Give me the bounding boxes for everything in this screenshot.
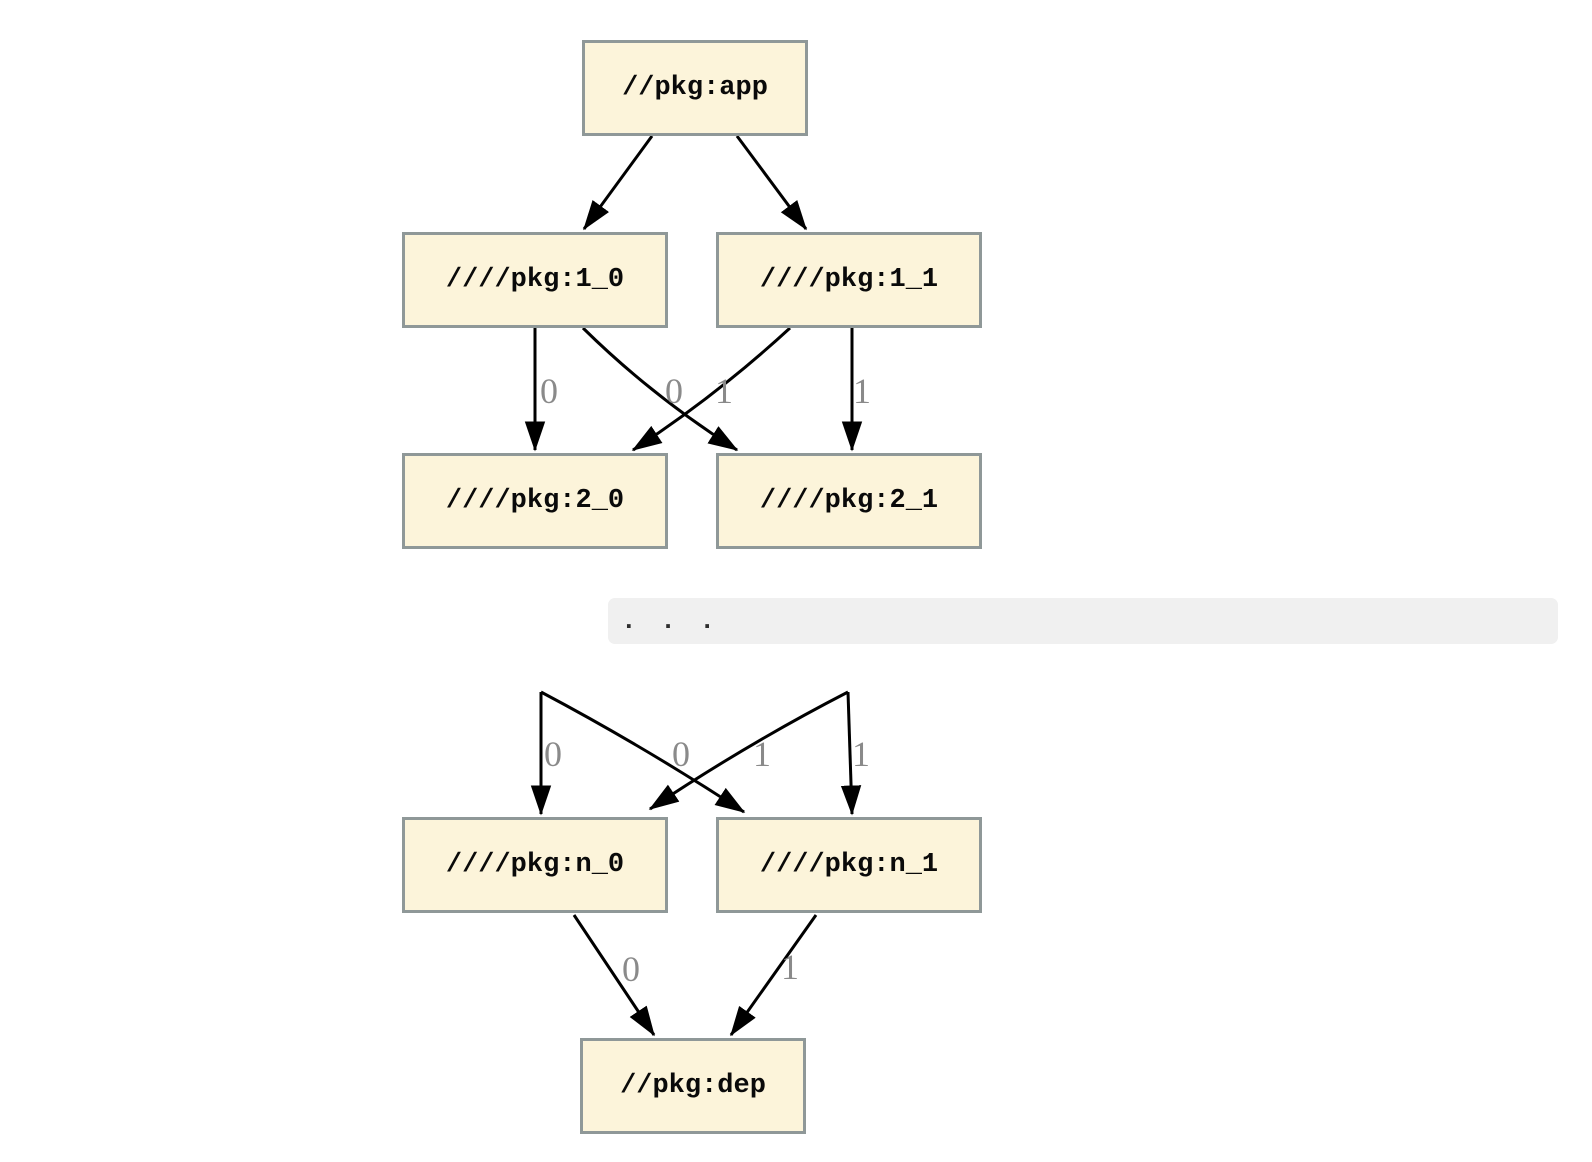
edge-cross-to-n-0 <box>648 690 849 811</box>
node-pkg-dep: //pkg:dep <box>580 1038 806 1134</box>
edge-label-upper-1: 0 <box>665 371 683 411</box>
edge-cross-to-n-1 <box>540 690 746 814</box>
node-pkg-1-1-label: ////pkg:1_1 <box>759 265 939 295</box>
edge-label-lower-0: 0 <box>544 734 562 774</box>
edge-label-upper-2: 1 <box>715 371 733 411</box>
edge-label-upper-3: 1 <box>853 371 871 411</box>
edge-1-1-to-2-0 <box>631 326 792 452</box>
node-pkg-1-0-label: ////pkg:1_0 <box>445 265 625 295</box>
ellipsis-text: . . . <box>621 606 720 636</box>
node-pkg-2-1-label: ////pkg:2_1 <box>759 486 939 516</box>
node-pkg-app: //pkg:app <box>582 40 808 136</box>
node-pkg-dep-label: //pkg:dep <box>620 1071 766 1101</box>
node-pkg-2-0: ////pkg:2_0 <box>402 453 668 549</box>
node-pkg-n-0-label: ////pkg:n_0 <box>445 850 625 880</box>
node-pkg-2-1: ////pkg:2_1 <box>716 453 982 549</box>
edge-label-dep-0: 0 <box>622 949 640 989</box>
node-pkg-n-1-label: ////pkg:n_1 <box>759 850 939 880</box>
edge-n-0-to-dep <box>572 914 656 1037</box>
edge-app-to-1-1 <box>735 135 808 231</box>
node-pkg-2-0-label: ////pkg:2_0 <box>445 486 625 516</box>
node-pkg-1-1: ////pkg:1_1 <box>716 232 982 328</box>
edge-n-1-to-dep <box>729 914 818 1037</box>
edge-label-upper-0: 0 <box>540 371 558 411</box>
node-pkg-app-label: //pkg:app <box>622 73 768 103</box>
edge-label-dep-1: 1 <box>781 947 799 987</box>
edge-down-to-n-1 <box>840 691 862 816</box>
edge-label-lower-1: 0 <box>672 734 690 774</box>
edge-1-0-to-2-1 <box>581 326 739 452</box>
edge-app-to-1-0 <box>582 135 654 231</box>
node-pkg-n-0: ////pkg:n_0 <box>402 817 668 913</box>
ellipsis-band: . . . <box>608 598 1558 644</box>
node-pkg-n-1: ////pkg:n_1 <box>716 817 982 913</box>
edge-label-lower-2: 1 <box>753 734 771 774</box>
node-pkg-1-0: ////pkg:1_0 <box>402 232 668 328</box>
edge-label-lower-3: 1 <box>852 734 870 774</box>
